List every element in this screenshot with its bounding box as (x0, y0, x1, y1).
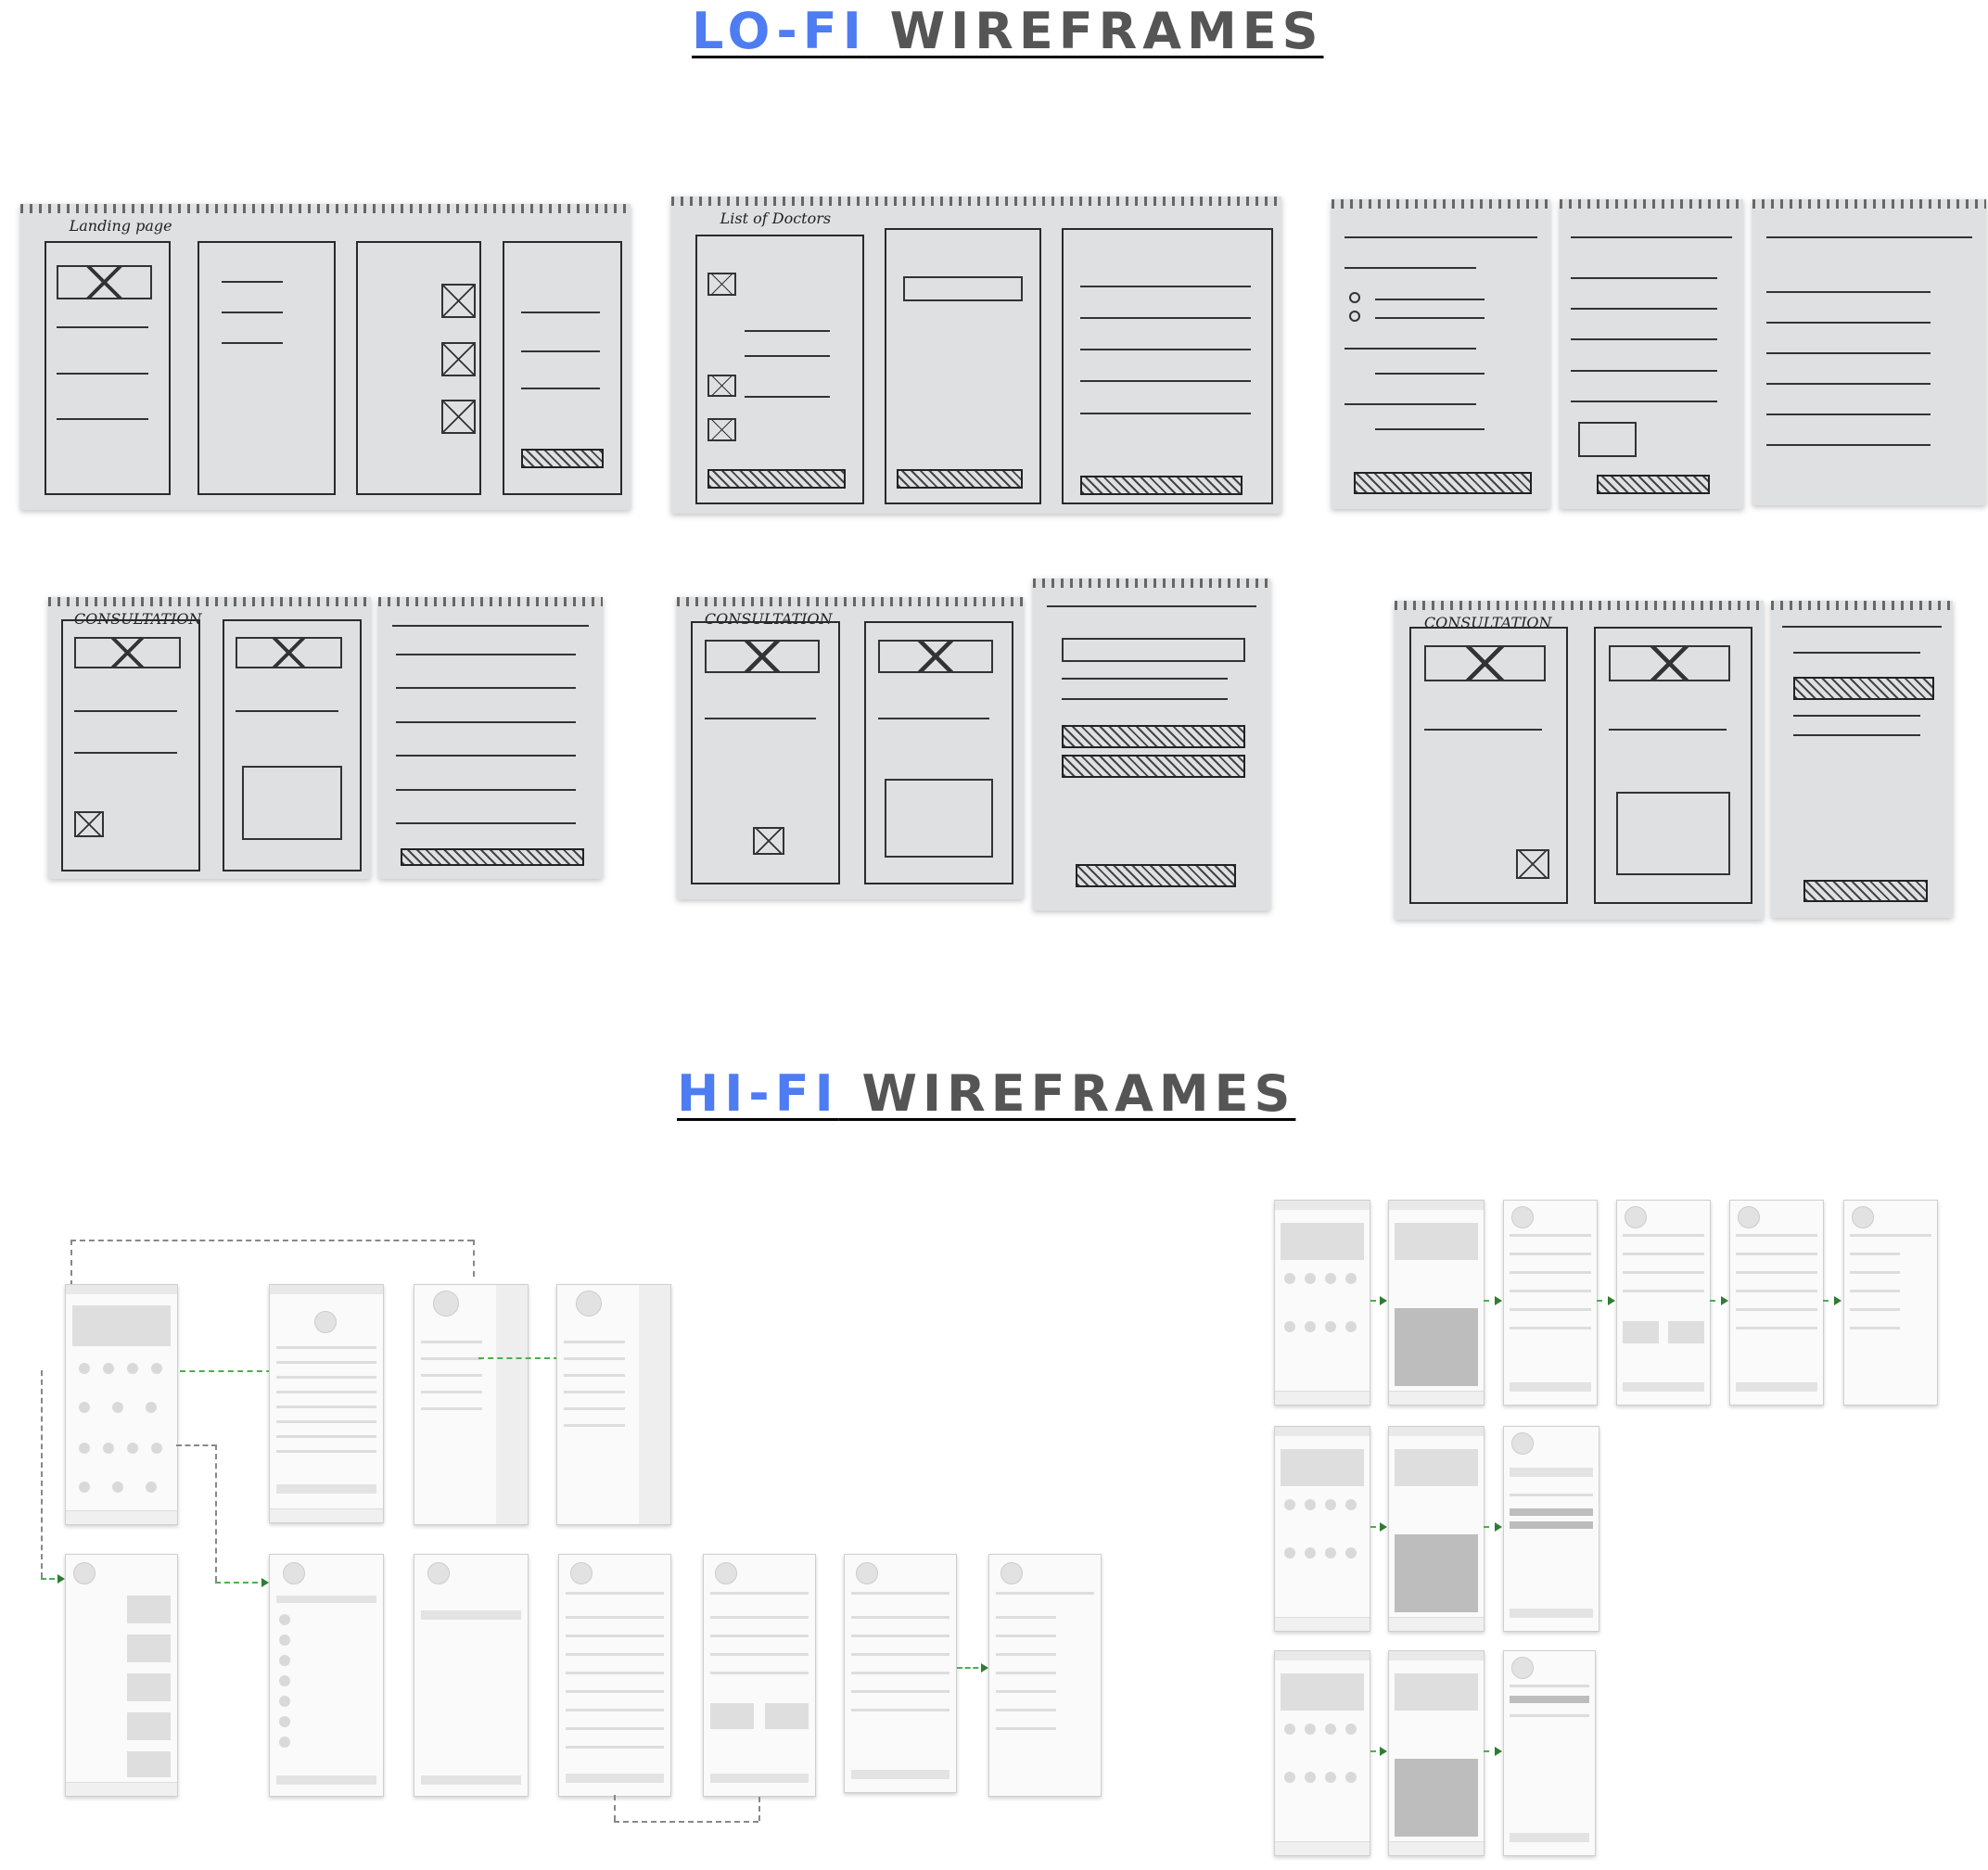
hifi-side-menu-settings-screen (556, 1284, 671, 1525)
lofi-sketch-consultation-2: CONSULTATION (677, 597, 1024, 899)
flow-arrow (1710, 1296, 1728, 1305)
lofi-sketch-lab-test (1033, 579, 1270, 910)
hifi-r3-medicine (1503, 1650, 1596, 1856)
flow-connector (758, 1797, 760, 1821)
hifi-r1-my-consultation (1843, 1200, 1938, 1406)
lofi-heading: LO-FI WIREFRAMES (692, 2, 1324, 60)
hifi-r1-home-overlay (1388, 1200, 1485, 1406)
flow-arrow (215, 1578, 269, 1587)
hifi-other-screen (703, 1554, 816, 1797)
flow-arrow (1484, 1747, 1502, 1756)
lofi-sketch-consultation-3: CONSULTATION (1395, 601, 1764, 920)
hifi-r2-lab-test (1503, 1426, 1599, 1632)
hifi-r1-other (1616, 1200, 1711, 1406)
flow-connector (70, 1240, 72, 1286)
hifi-home-screen (65, 1284, 178, 1525)
hifi-r3-home (1274, 1650, 1370, 1856)
flow-arrow (1484, 1296, 1502, 1305)
lofi-sketch-medicine (1771, 601, 1953, 918)
hifi-r1-medical (1503, 1200, 1598, 1406)
hifi-schedule-screen (844, 1554, 957, 1793)
hifi-search-doctor-screen (269, 1554, 384, 1797)
flow-connector (473, 1240, 475, 1277)
hifi-r1-schedule (1729, 1200, 1824, 1406)
hifi-r2-home-overlay (1388, 1426, 1485, 1632)
flow-connector (614, 1795, 616, 1821)
flow-arrow (1370, 1522, 1387, 1532)
flow-connector (70, 1240, 473, 1241)
hifi-r3-home-overlay (1388, 1650, 1485, 1856)
flow-connector (41, 1370, 43, 1578)
lofi-sketch-medical (378, 597, 603, 879)
hifi-notifications-screen (65, 1554, 178, 1797)
lofi-sketch-schedule (1332, 199, 1550, 509)
flow-arrow (1823, 1296, 1841, 1305)
flow-arrow (41, 1574, 65, 1584)
hifi-medical-screen (558, 1554, 671, 1797)
hifi-edit-profile-screen (269, 1284, 384, 1523)
flow-arrow (1484, 1522, 1502, 1532)
hifi-side-menu-screen (414, 1284, 529, 1525)
flow-arrow (957, 1663, 988, 1673)
lofi-sketch-doctors: List of Doctors (671, 197, 1281, 514)
flow-arrow (1370, 1747, 1387, 1756)
flow-arrow (1597, 1296, 1615, 1305)
lofi-sketch-my-consultation (1752, 199, 1986, 505)
hifi-r2-home (1274, 1426, 1370, 1632)
lofi-sketch-landing: Landing page (20, 204, 631, 510)
flow-connector (614, 1821, 758, 1823)
hifi-heading: HI-FI WIREFRAMES (677, 1064, 1296, 1123)
hifi-r1-home (1274, 1200, 1370, 1406)
hifi-select-date-screen (414, 1554, 529, 1797)
lofi-sketch-other (1560, 199, 1743, 509)
flow-arrow (1370, 1296, 1387, 1305)
hifi-my-consultation-screen (988, 1554, 1102, 1797)
lofi-sketch-consultation-1: CONSULTATION (48, 597, 371, 879)
flow-connector (176, 1444, 217, 1446)
flow-connector (215, 1444, 217, 1582)
